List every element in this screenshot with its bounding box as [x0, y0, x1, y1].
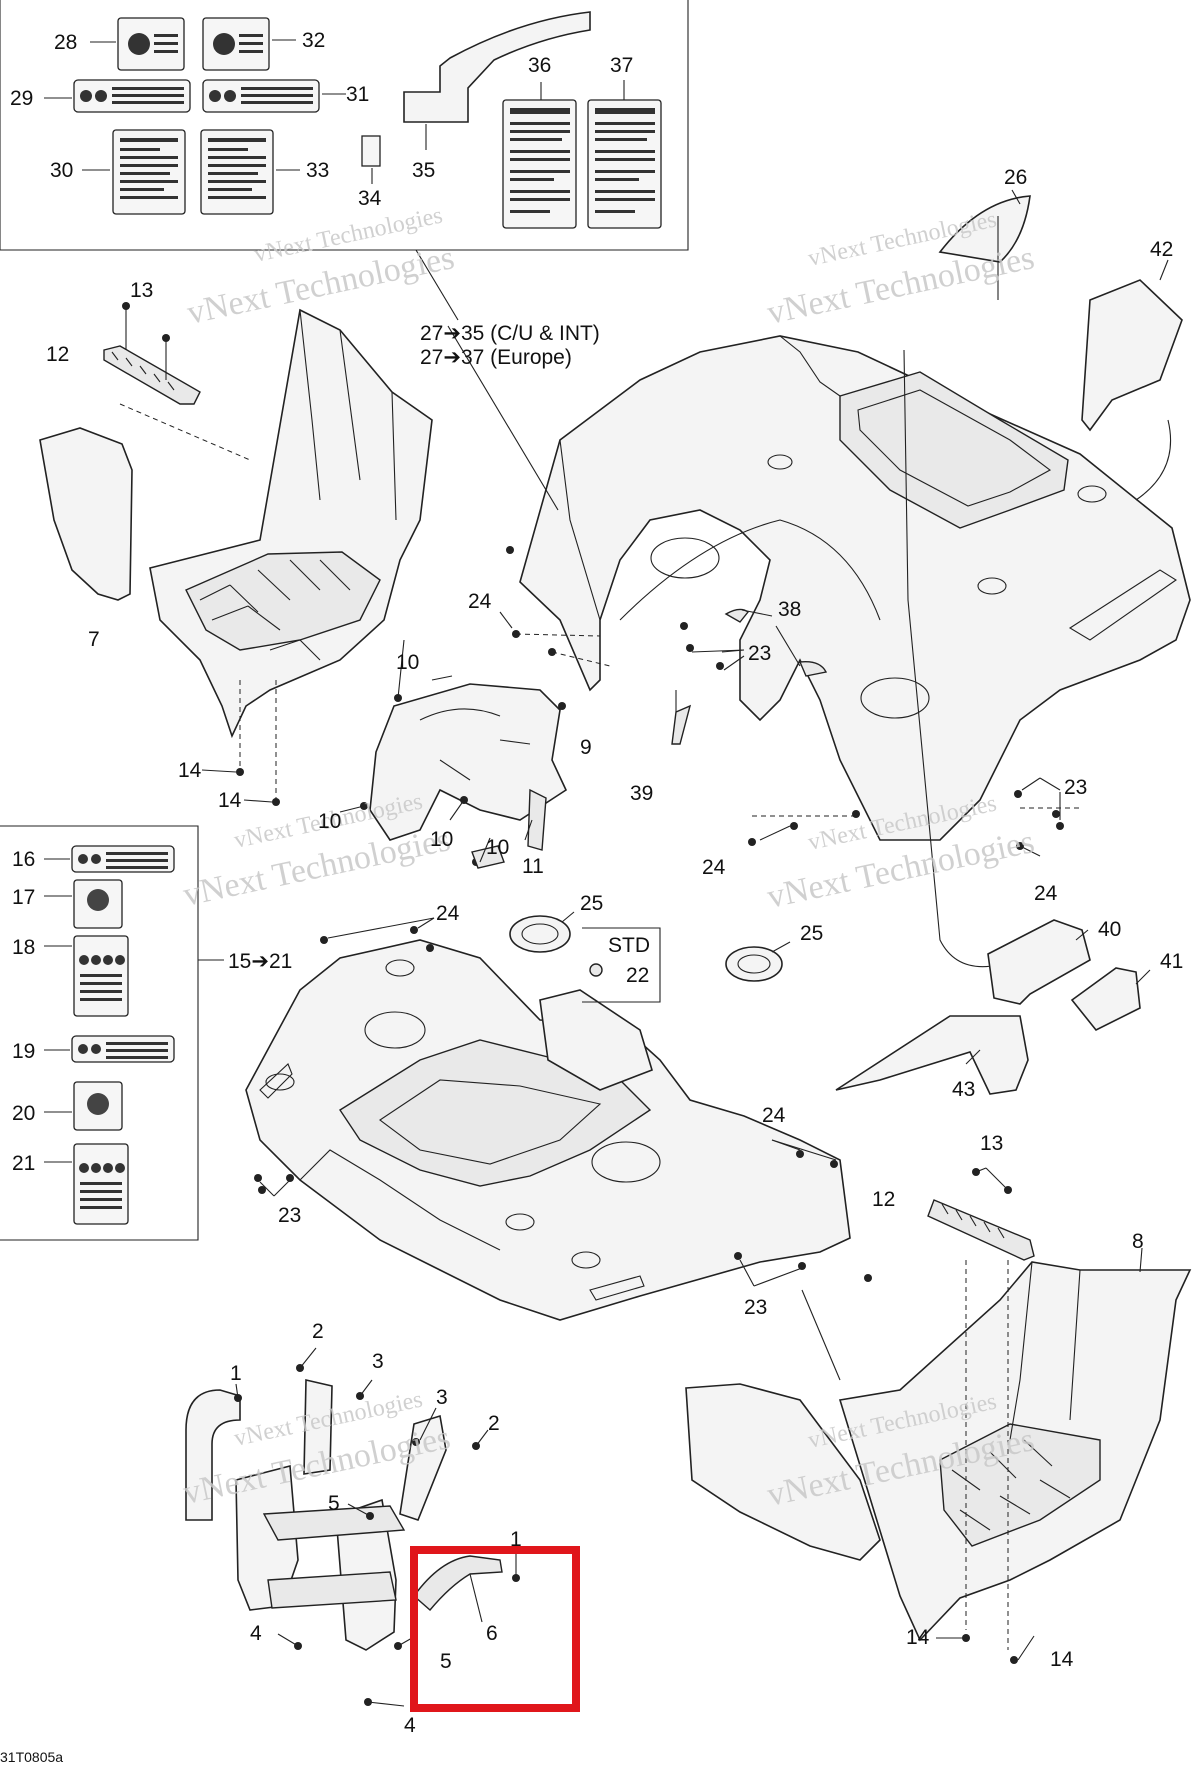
- callout-10-c: 10: [430, 828, 453, 851]
- callout-24-a: 24: [468, 590, 492, 613]
- callout-39: 39: [630, 782, 653, 805]
- std-label: STD: [608, 934, 650, 957]
- callout-labels: 28 29 30 31 32 33 34 35 36 37 26 42 13 1…: [10, 29, 1183, 1737]
- callout-3-a: 3: [372, 1350, 384, 1373]
- callout-3-b: 3: [436, 1386, 448, 1409]
- callout-12-upper: 12: [46, 343, 69, 366]
- callout-2-b: 2: [488, 1412, 500, 1435]
- callout-8: 8: [1132, 1230, 1144, 1253]
- decal-box-top: [0, 0, 689, 321]
- callout-1-b: 1: [510, 1528, 522, 1551]
- callout-6: 6: [486, 1622, 498, 1645]
- callout-33: 33: [306, 159, 329, 182]
- callout-23-a: 23: [748, 642, 771, 665]
- callout-20: 20: [12, 1102, 35, 1125]
- callout-14-b: 14: [218, 789, 242, 812]
- callout-24-e: 24: [762, 1104, 786, 1127]
- highlight-box: [410, 1546, 580, 1712]
- callout-26: 26: [1004, 166, 1027, 189]
- callout-2-a: 2: [312, 1320, 324, 1343]
- upper-fasteners: [339, 325, 1080, 863]
- callout-5-b: 5: [440, 1650, 452, 1673]
- decal-box-left: [0, 825, 224, 1241]
- footpeg-plate-left: [103, 302, 280, 806]
- callout-4-b: 4: [404, 1714, 416, 1737]
- callout-25-a: 25: [580, 892, 603, 915]
- watermark-4: vNext Technologies: [764, 239, 1038, 332]
- diagram-code: 31T0805a: [0, 1749, 63, 1765]
- callout-36: 36: [528, 54, 551, 77]
- callout-15-21: 15➔21: [228, 950, 292, 973]
- callout-25-b: 25: [800, 922, 823, 945]
- bracket-9: [360, 683, 568, 869]
- callout-14-d: 14: [1050, 1648, 1074, 1671]
- callout-35: 35: [412, 159, 435, 182]
- callout-32: 32: [302, 29, 325, 52]
- note-europe: 27➔37 (Europe): [420, 346, 572, 369]
- callout-14-a: 14: [178, 759, 202, 782]
- callout-10-d: 10: [486, 836, 509, 859]
- callout-24-d: 24: [436, 902, 460, 925]
- callout-23-c: 23: [278, 1204, 301, 1227]
- callout-10-a: 10: [396, 651, 419, 674]
- callout-31: 31: [346, 83, 369, 106]
- callout-23-b: 23: [1064, 776, 1087, 799]
- callout-22: 22: [626, 964, 649, 987]
- storage-bins: [835, 919, 1151, 1095]
- callout-16: 16: [12, 848, 35, 871]
- left-footrest-assembly: [39, 308, 433, 739]
- upper-body-panel: [519, 335, 1191, 841]
- callout-24-c: 24: [1034, 882, 1058, 905]
- callout-30: 30: [50, 159, 73, 182]
- callout-42: 42: [1150, 238, 1173, 261]
- callout-40: 40: [1098, 918, 1121, 941]
- callout-1-a: 1: [230, 1362, 242, 1385]
- callout-24-b: 24: [702, 856, 726, 879]
- callout-4-a: 4: [250, 1622, 262, 1645]
- callout-18: 18: [12, 936, 35, 959]
- callout-13-lower: 13: [980, 1132, 1003, 1155]
- lower-caps: [509, 911, 791, 1003]
- callout-9: 9: [580, 736, 592, 759]
- note-cu-int: 27➔35 (C/U & INT): [420, 322, 600, 345]
- callout-17: 17: [12, 886, 35, 909]
- callout-13-upper: 13: [130, 279, 153, 302]
- callout-10-b: 10: [318, 810, 341, 833]
- callout-5-a: 5: [328, 1492, 340, 1515]
- callout-29: 29: [10, 87, 33, 110]
- callout-14-c: 14: [906, 1626, 930, 1649]
- callout-34: 34: [358, 187, 382, 210]
- callout-28: 28: [54, 31, 77, 54]
- callout-41: 41: [1160, 950, 1183, 973]
- callout-7: 7: [88, 628, 100, 651]
- callout-19: 19: [12, 1040, 35, 1063]
- lower-body-panel: [245, 939, 851, 1321]
- bumper-assembly: [185, 1347, 520, 1707]
- lower-fasteners: [254, 917, 872, 1381]
- callout-43: 43: [952, 1078, 975, 1101]
- callout-21: 21: [12, 1152, 35, 1175]
- right-footrest-assembly: [685, 1167, 1192, 1664]
- callout-37: 37: [610, 54, 633, 77]
- callout-11: 11: [522, 855, 544, 878]
- callout-12-lower: 12: [872, 1188, 895, 1211]
- callout-23-d: 23: [744, 1296, 767, 1319]
- callout-38: 38: [778, 598, 801, 621]
